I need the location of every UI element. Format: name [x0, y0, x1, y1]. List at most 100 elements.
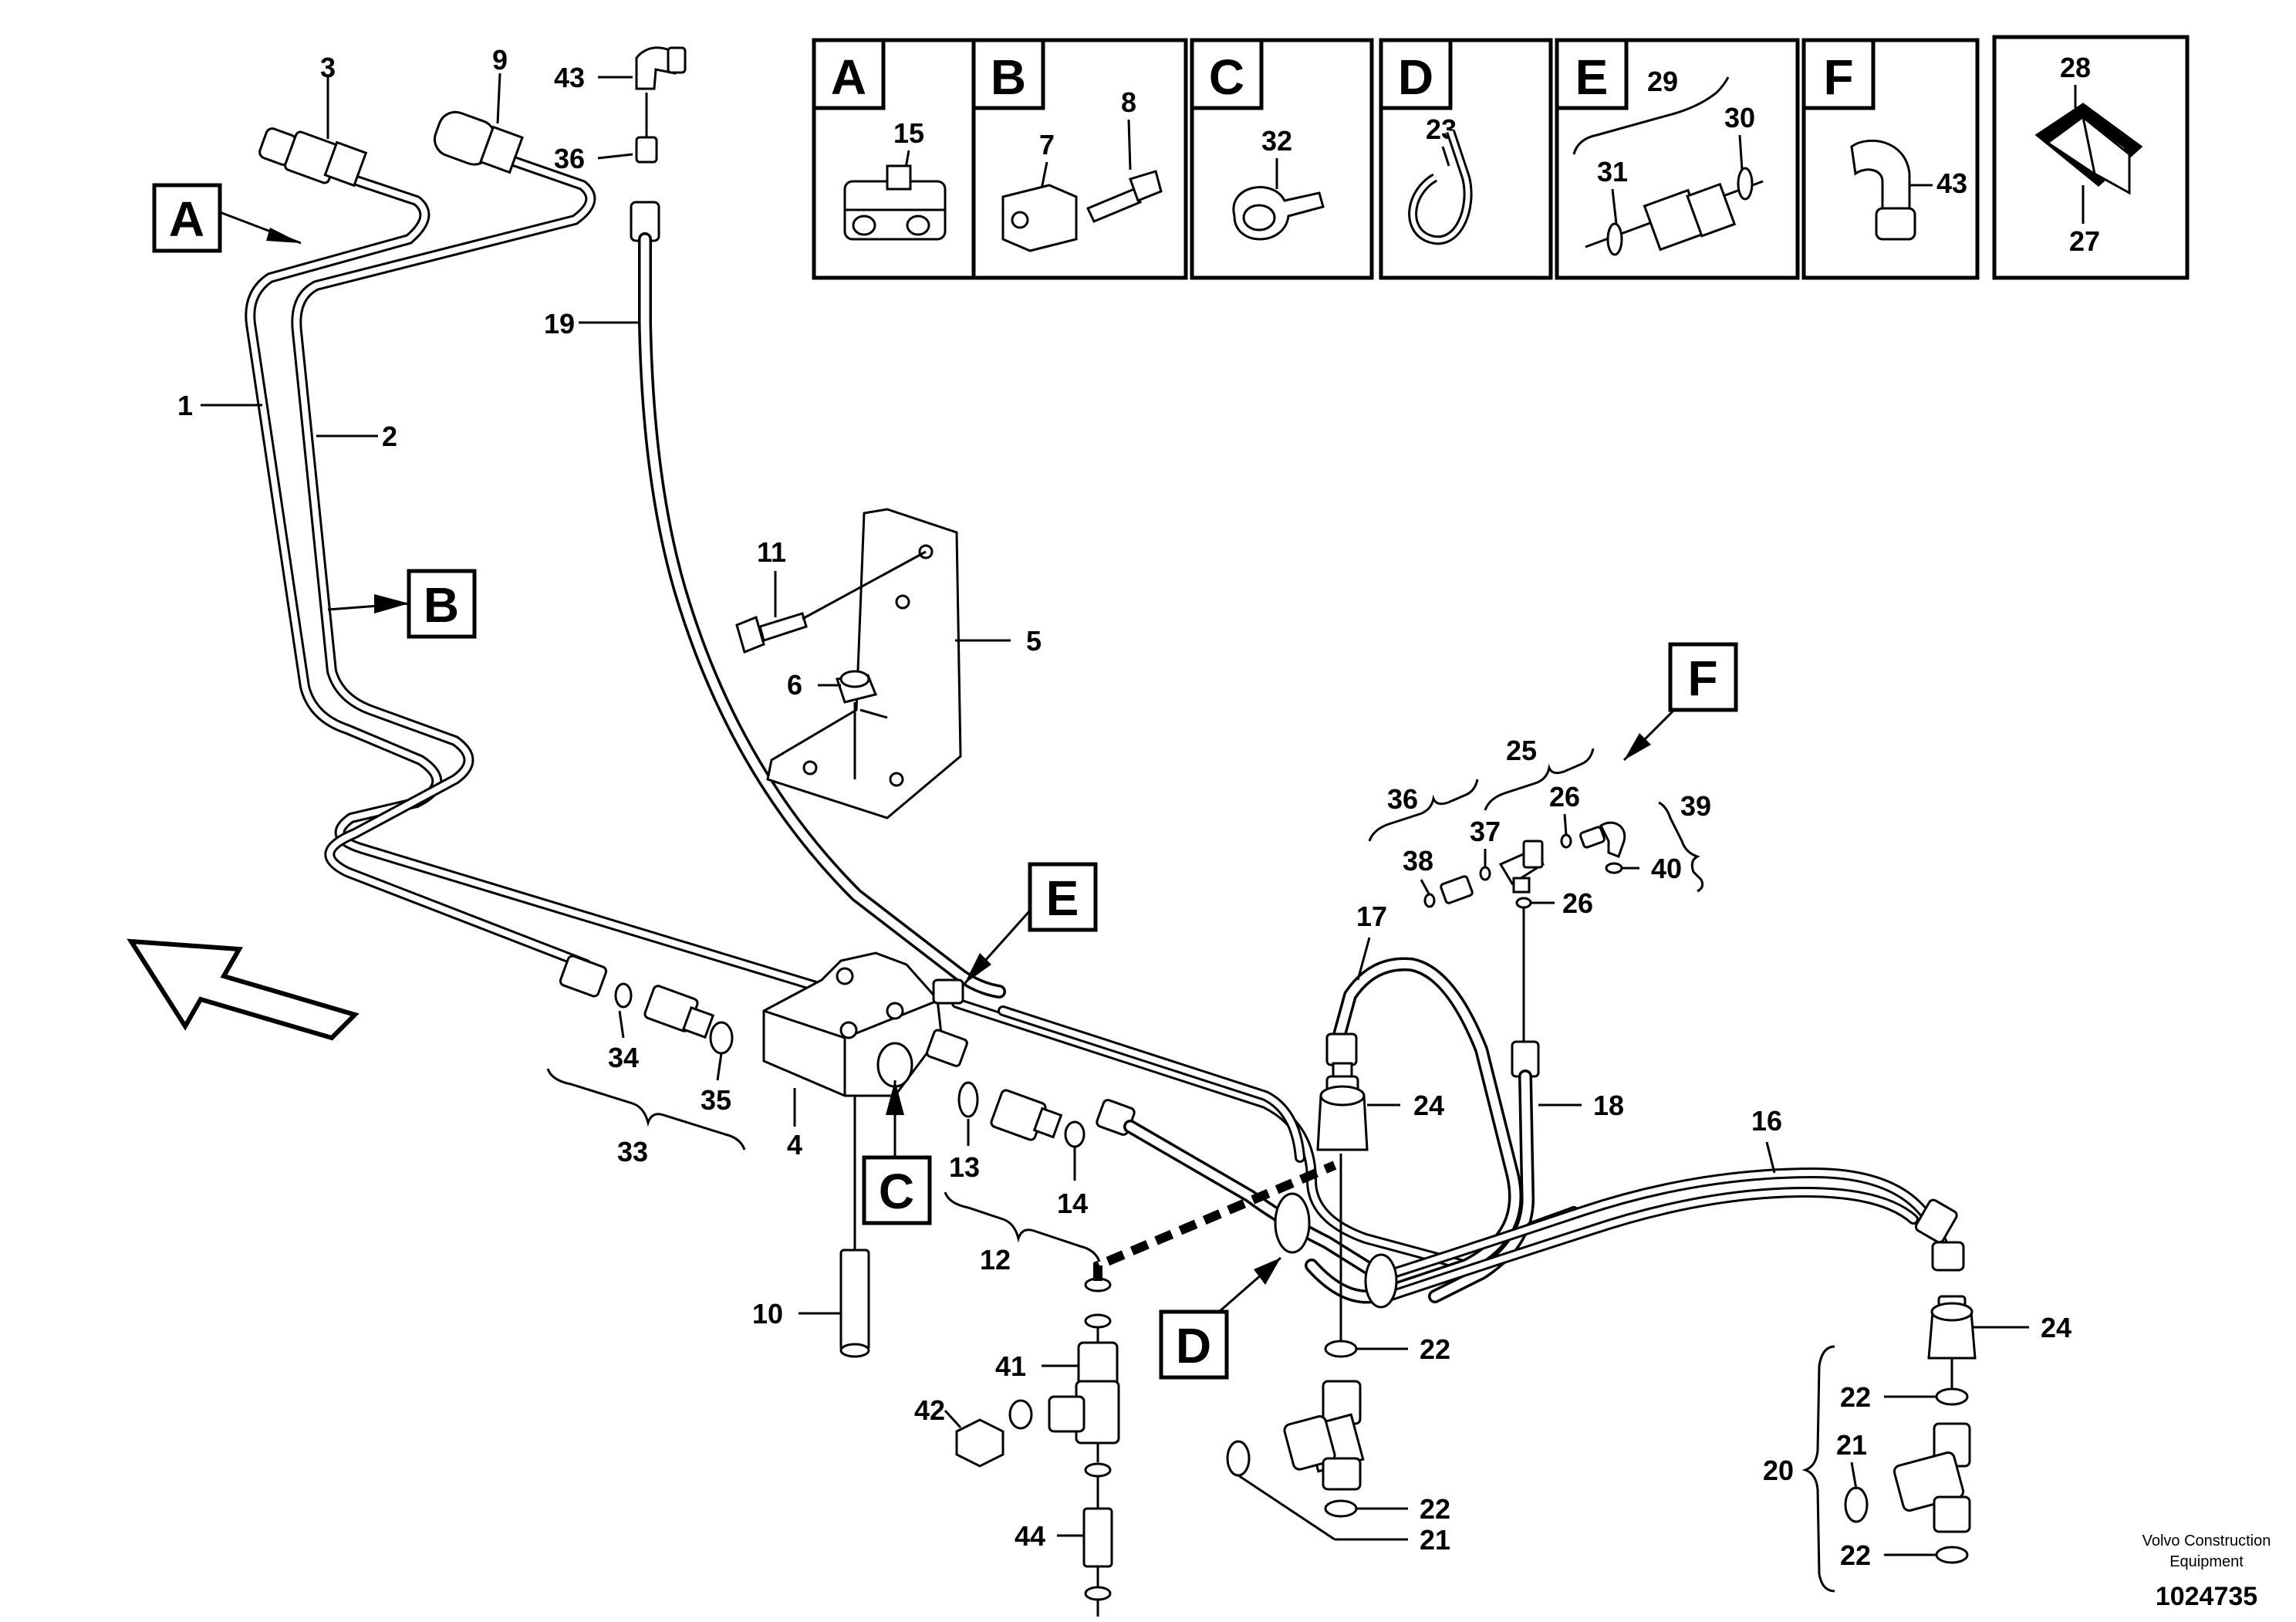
label-21-center: 21 [1420, 1524, 1450, 1556]
svg-text:E: E [1046, 870, 1079, 926]
label-2: 2 [382, 421, 397, 452]
svg-text:D: D [1176, 1318, 1211, 1374]
elbow-fitting-icon [1850, 140, 1916, 241]
drawing-footer: Volvo Construction Equipment 1024735 [2142, 1532, 2271, 1611]
fitting-9 [434, 110, 524, 174]
valve-block-4 [762, 951, 968, 1097]
bolt-icon [1086, 170, 1163, 223]
callout-e: E [963, 862, 1098, 985]
fitting-3 [258, 127, 368, 188]
label-35: 35 [701, 1084, 731, 1116]
label-31: 31 [1597, 156, 1628, 188]
detail-letter-b: B [991, 49, 1026, 105]
detail-letter-c: C [1209, 49, 1244, 105]
tee-41 [955, 1277, 1120, 1617]
label-20: 20 [1763, 1455, 1794, 1486]
drawing-number: 1024735 [2156, 1582, 2257, 1611]
detail-letter-f: F [1823, 49, 1853, 105]
fitting-36-top [635, 93, 658, 164]
hose-17 [1305, 957, 1522, 1304]
callout-a: A [152, 183, 302, 253]
label-29: 29 [1647, 66, 1678, 97]
cable-tie-icon [1408, 130, 1473, 245]
detail-letter-e: E [1575, 49, 1609, 105]
svg-text:F: F [1687, 650, 1717, 706]
label-1: 1 [177, 390, 193, 421]
fitting-24-right [1927, 1295, 1977, 1360]
label-25: 25 [1506, 735, 1537, 766]
detail-box-b: B 7 8 [971, 38, 1188, 280]
detail-box-d: D 23 [1379, 38, 1553, 280]
label-40: 40 [1651, 853, 1682, 884]
label-5: 5 [1026, 625, 1042, 657]
label-8: 8 [1121, 86, 1136, 118]
fitting-group-12 [957, 1081, 1086, 1148]
nut-6 [835, 670, 878, 779]
fitting-group-25-39 [1423, 821, 1626, 1042]
label-41: 41 [995, 1350, 1026, 1382]
callout-c: C [862, 1080, 932, 1225]
detail-box-f: F 43 [1801, 38, 1980, 280]
hose-19 [630, 201, 1006, 999]
label-44: 44 [1015, 1520, 1045, 1552]
label-43-detail: 43 [1936, 167, 1967, 199]
label-16: 16 [1751, 1105, 1782, 1137]
p-clip-icon [1232, 186, 1325, 241]
label-18: 18 [1593, 1090, 1624, 1121]
label-15: 15 [893, 117, 924, 149]
label-26-top: 26 [1549, 781, 1580, 813]
callout-b: B [327, 569, 477, 639]
label-10: 10 [752, 1298, 783, 1330]
publisher-line-2: Equipment [2169, 1553, 2244, 1570]
detail-letter-a: A [831, 49, 866, 105]
label-17: 17 [1356, 901, 1387, 932]
detail-box-e: E 29 30 31 [1555, 38, 1800, 280]
callout-f: F [1622, 642, 1738, 762]
label-34: 34 [608, 1042, 639, 1073]
fitting-group-33 [559, 955, 734, 1055]
label-6: 6 [787, 669, 802, 701]
fitting-24-left [1316, 1075, 1369, 1151]
detail-letter-d: D [1398, 49, 1433, 105]
label-24-left: 24 [1413, 1090, 1444, 1121]
label-24-right: 24 [2041, 1312, 2071, 1343]
detail-box-c: C 32 [1190, 38, 1374, 280]
publisher-line-1: Volvo Construction [2142, 1532, 2271, 1549]
label-9: 9 [492, 44, 508, 76]
label-27: 27 [2069, 225, 2100, 257]
label-21-right: 21 [1836, 1429, 1867, 1461]
svg-text:A: A [169, 191, 204, 247]
direction-arrow-icon [127, 938, 360, 1041]
label-28: 28 [2060, 52, 2091, 83]
clamp-block-icon [843, 164, 947, 241]
label-13: 13 [949, 1151, 980, 1183]
label-19: 19 [544, 308, 575, 340]
label-22-c: 22 [1840, 1381, 1871, 1413]
label-33: 33 [617, 1136, 648, 1168]
label-14: 14 [1057, 1188, 1088, 1219]
label-4: 4 [787, 1129, 802, 1161]
label-38: 38 [1403, 845, 1433, 877]
pipe-16 [1376, 1168, 1965, 1302]
svg-text:B: B [424, 577, 459, 633]
label-32: 32 [1261, 125, 1292, 157]
bolt-11 [735, 550, 927, 654]
tee-21-center [1226, 1154, 1365, 1518]
fitting-43-top [635, 46, 687, 90]
callout-d: D [1159, 1256, 1281, 1380]
label-12: 12 [980, 1244, 1011, 1276]
steel-pipes-1-2 [245, 149, 877, 1009]
label-30: 30 [1724, 102, 1755, 133]
bolt-10 [839, 1096, 870, 1358]
label-37: 37 [1470, 816, 1501, 847]
label-22-a: 22 [1420, 1333, 1450, 1365]
sensor-connector-icon [2034, 103, 2143, 195]
tee-20-right [1844, 1358, 1971, 1564]
pipe-clamp-d [1274, 1192, 1398, 1309]
adapter-fitting-icon [1606, 167, 1754, 256]
bracket-5 [766, 508, 962, 819]
label-26-bottom: 26 [1562, 887, 1593, 919]
label-39: 39 [1680, 790, 1711, 822]
detail-box-a: A 15 [812, 38, 982, 280]
